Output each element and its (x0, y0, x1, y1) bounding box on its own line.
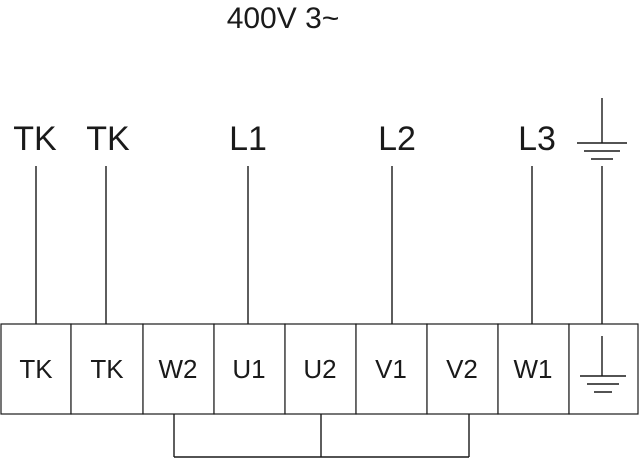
terminal-label-v1: V1 (375, 354, 407, 384)
terminal-v1 (355, 323, 428, 415)
terminal-u2 (284, 323, 357, 415)
terminal-v2 (426, 323, 499, 415)
supply-label-tk-2: TK (86, 120, 130, 158)
ground-icon (580, 336, 626, 393)
terminal-ground (568, 323, 639, 415)
terminal-w2 (142, 323, 215, 415)
supply-wires (35, 166, 603, 324)
terminal-label-u2: U2 (303, 354, 336, 384)
terminal-label-tk-1: TK (19, 354, 53, 384)
supply-label-tk-1: TK (13, 120, 57, 158)
star-bridge (173, 414, 470, 458)
ground-icon (577, 98, 627, 160)
terminal-w1 (497, 323, 570, 415)
terminal-tk-2 (70, 323, 144, 415)
terminal-label-u1: U1 (232, 354, 265, 384)
terminal-label-w1: W1 (514, 354, 553, 384)
supply-label-l3: L3 (518, 120, 556, 158)
supply-label-l2: L2 (378, 120, 416, 158)
terminal-label-v2: V2 (446, 354, 478, 384)
diagram-title: 400V 3~ (227, 2, 340, 35)
terminal-block: TK TK W2 U1 U2 V1 V2 W1 (0, 323, 639, 415)
supply-label-l1: L1 (229, 120, 267, 158)
terminal-u1 (213, 323, 286, 415)
terminal-label-w2: W2 (159, 354, 198, 384)
terminal-label-tk-2: TK (90, 354, 124, 384)
